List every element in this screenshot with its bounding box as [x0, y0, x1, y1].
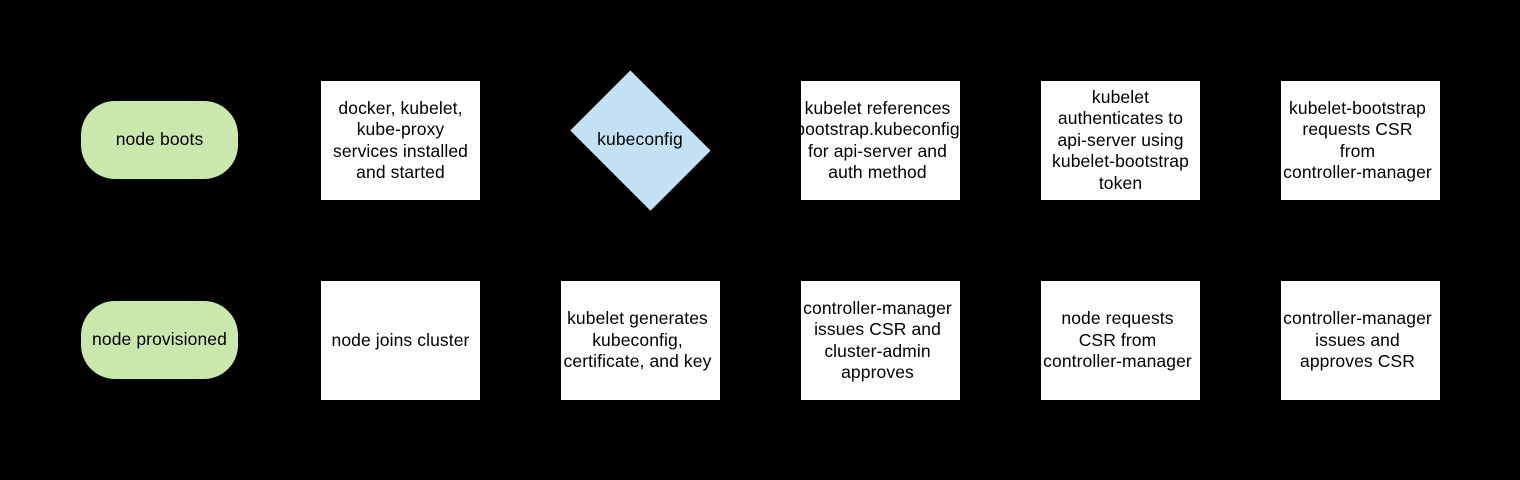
flow-node-label: kubeconfig	[597, 129, 683, 150]
flow-node-cm-issues-approves[interactable]: controller-manager issues and approves C…	[1281, 281, 1440, 400]
flow-node-kubeconfig[interactable]: kubeconfig	[560, 69, 720, 211]
flow-node-label: controller-manager issues CSR and cluste…	[803, 297, 952, 383]
flow-node-label: controller-manager issues and approves C…	[1283, 308, 1432, 372]
flow-node-kubelet-references[interactable]: kubelet references bootstrap.kubeconfig …	[795, 81, 960, 200]
flow-node-label: node provisioned	[92, 329, 227, 350]
flow-node-node-joins-cluster[interactable]: node joins cluster	[321, 281, 480, 400]
flow-node-label: kubelet references bootstrap.kubeconfig …	[795, 97, 960, 183]
flow-node-label: node requests CSR from controller-manage…	[1043, 308, 1192, 372]
flow-node-node-provisioned[interactable]: node provisioned	[81, 301, 238, 379]
flow-node-node-requests-csr[interactable]: node requests CSR from controller-manage…	[1041, 281, 1200, 400]
flow-node-label: node joins cluster	[331, 329, 470, 350]
flow-node-label: kubelet-bootstrap requests CSR from cont…	[1283, 97, 1432, 183]
flow-node-label: node boots	[115, 129, 204, 150]
flow-node-label: docker, kubelet, kube-proxy services ins…	[332, 97, 469, 183]
flow-node-node-boots[interactable]: node boots	[81, 101, 238, 179]
flow-node-bootstrap-requests-csr[interactable]: kubelet-bootstrap requests CSR from cont…	[1281, 81, 1440, 200]
flow-node-kubelet-authenticates[interactable]: kubelet authenticates to api-server usin…	[1041, 81, 1200, 200]
flow-node-services-installed[interactable]: docker, kubelet, kube-proxy services ins…	[321, 81, 480, 200]
flow-node-label: kubelet generates kubeconfig, certificat…	[563, 308, 712, 372]
flow-node-cm-issues-csr[interactable]: controller-manager issues CSR and cluste…	[801, 281, 960, 400]
flow-node-kubelet-generates[interactable]: kubelet generates kubeconfig, certificat…	[561, 281, 720, 400]
flow-node-label: kubelet authenticates to api-server usin…	[1052, 86, 1189, 193]
